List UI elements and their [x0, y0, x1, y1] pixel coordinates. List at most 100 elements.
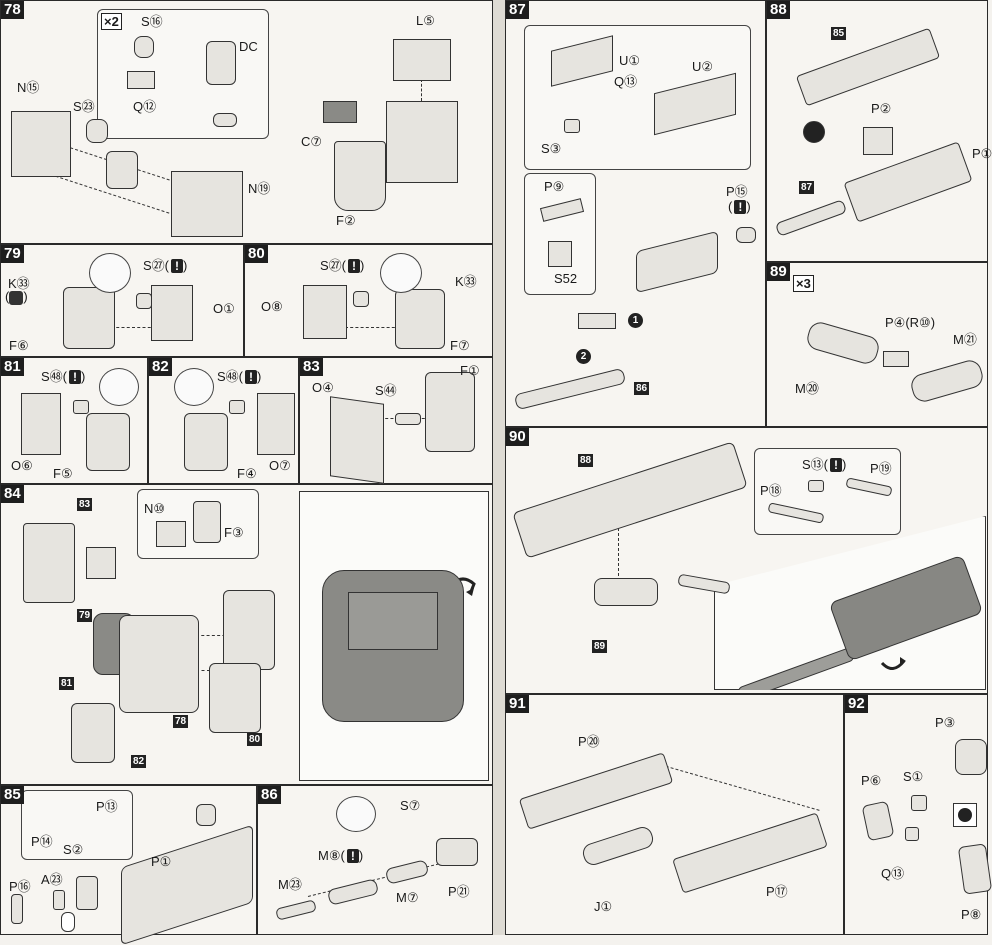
part-label: K㉝: [8, 276, 30, 291]
multiplier-badge: ×3: [793, 275, 814, 292]
part-label: O⑦: [269, 458, 291, 473]
step-90-panel: 90 88 89 S⑬(!) P⑲ P⑱: [505, 427, 988, 694]
part-label: P①: [972, 146, 992, 161]
part-o4: [330, 396, 384, 484]
step-number: 87: [506, 1, 529, 19]
step-91-panel: 91 P⑳ J① P⑰: [505, 694, 844, 935]
part-s27: [136, 293, 152, 309]
part-barrel: [513, 367, 627, 411]
part-s48: [229, 400, 245, 414]
part-f1: [425, 372, 475, 452]
part-label: S㊽(!): [217, 369, 262, 384]
waist-top: [348, 592, 438, 650]
step-ref-tag: 78: [173, 715, 189, 728]
part-label: F⑤: [53, 466, 73, 481]
part-label: O⑧: [261, 299, 283, 314]
assembly-83: [23, 523, 75, 603]
step-78-panel: 78 ×2 S⑯ DC Q⑫ L⑤ N⑮ S㉓ C⑦ N⑲ F②: [0, 0, 493, 244]
part-p15: [736, 227, 756, 243]
caution-icon: !: [245, 370, 258, 384]
part-label: F①: [460, 363, 480, 378]
part-s1: [911, 795, 927, 811]
step-order-2: 2: [576, 349, 591, 364]
step-80-panel: 80 S㉗(!) K㉝ O⑧ F⑦: [244, 244, 493, 357]
assembly-guide: [421, 79, 422, 101]
part-block: [86, 547, 116, 579]
part-label: DC: [239, 39, 258, 54]
assembly-guide: [655, 763, 820, 811]
caution-icon: !: [734, 200, 747, 214]
part-p2: [863, 127, 893, 155]
part-label: P⑧: [961, 907, 982, 922]
step-ref-tag: 86: [634, 382, 650, 395]
detail-circle: [89, 253, 131, 293]
part-dc: [206, 41, 236, 85]
caution-icon: !: [830, 458, 843, 472]
part-a23: [53, 890, 65, 910]
step-81-panel: 81 S㊽(!) O⑥ F⑤: [0, 357, 148, 484]
part-m23: [275, 899, 317, 921]
assembly-89: [594, 578, 658, 606]
part-f5: [86, 413, 130, 471]
step-89-panel: 89 ×3 P④(R⑩) M㉑ M⑳: [766, 262, 988, 427]
assembly-80: [209, 663, 261, 733]
part-label: P⑱: [760, 483, 782, 498]
part-label: S㊹: [375, 383, 397, 398]
step-87-panel: 87 U① Q⑬ U② S③ P⑨ S52 P⑮ (!) 1 2 86: [505, 0, 766, 427]
part-f2: [334, 141, 386, 211]
part-label: F④: [237, 466, 257, 481]
part-label: S㉗(!): [143, 258, 188, 273]
detail-callout: [524, 173, 596, 295]
part-label: F③: [224, 525, 244, 540]
part-label: Q⑫: [133, 99, 157, 114]
caution-icon: !: [69, 370, 82, 384]
part-mount: [578, 313, 616, 329]
part-n15: [11, 111, 71, 177]
part-s44: [395, 413, 421, 425]
part-label: S②: [63, 842, 84, 857]
step-number: 82: [149, 358, 172, 376]
part-cap: [196, 804, 216, 826]
part-label: P⑭: [31, 834, 53, 849]
assembly-88: [512, 441, 748, 559]
sticker-marker-icon: [803, 121, 825, 143]
step-ref-tag: 83: [77, 498, 93, 511]
part-label: O①: [213, 301, 235, 316]
part-p4: [883, 351, 909, 367]
detail-circle: [99, 368, 139, 406]
part-dc-base: [213, 113, 237, 127]
part-f6: [63, 287, 115, 349]
part-o7: [257, 393, 295, 455]
part-f4: [184, 413, 228, 471]
part-o1: [151, 285, 193, 341]
part-q12: [127, 71, 155, 89]
assembly-guide: [345, 327, 400, 328]
part-label: P⑬: [96, 799, 118, 814]
step-order-1: 1: [628, 313, 643, 328]
part-label: S㊽(!): [41, 369, 86, 384]
part-label: Q⑬: [614, 74, 638, 89]
part-c7: [323, 101, 357, 123]
part-s23: [86, 119, 108, 143]
part-label: U①: [619, 53, 641, 68]
finished-rifle: [828, 554, 984, 662]
part-label: S①: [903, 769, 924, 784]
step-number: 88: [767, 1, 790, 19]
part-label: L⑤: [416, 13, 435, 28]
part-label: N⑲: [248, 181, 271, 196]
assembly-guide: [618, 528, 619, 576]
part-label: O④: [312, 380, 334, 395]
step-number: 81: [1, 358, 24, 376]
step-ref-tag: 80: [247, 733, 263, 746]
part-label: P②: [871, 101, 892, 116]
part-gun-body: [636, 230, 718, 294]
step-ref-tag: 87: [799, 181, 815, 194]
part-label: F②: [336, 213, 356, 228]
part-frame: [386, 101, 458, 183]
part-j1: [580, 824, 656, 868]
part-f3: [193, 501, 221, 543]
part-label: Q⑬: [881, 866, 905, 881]
step-number: 79: [1, 245, 24, 263]
part-barrel: [774, 199, 848, 237]
